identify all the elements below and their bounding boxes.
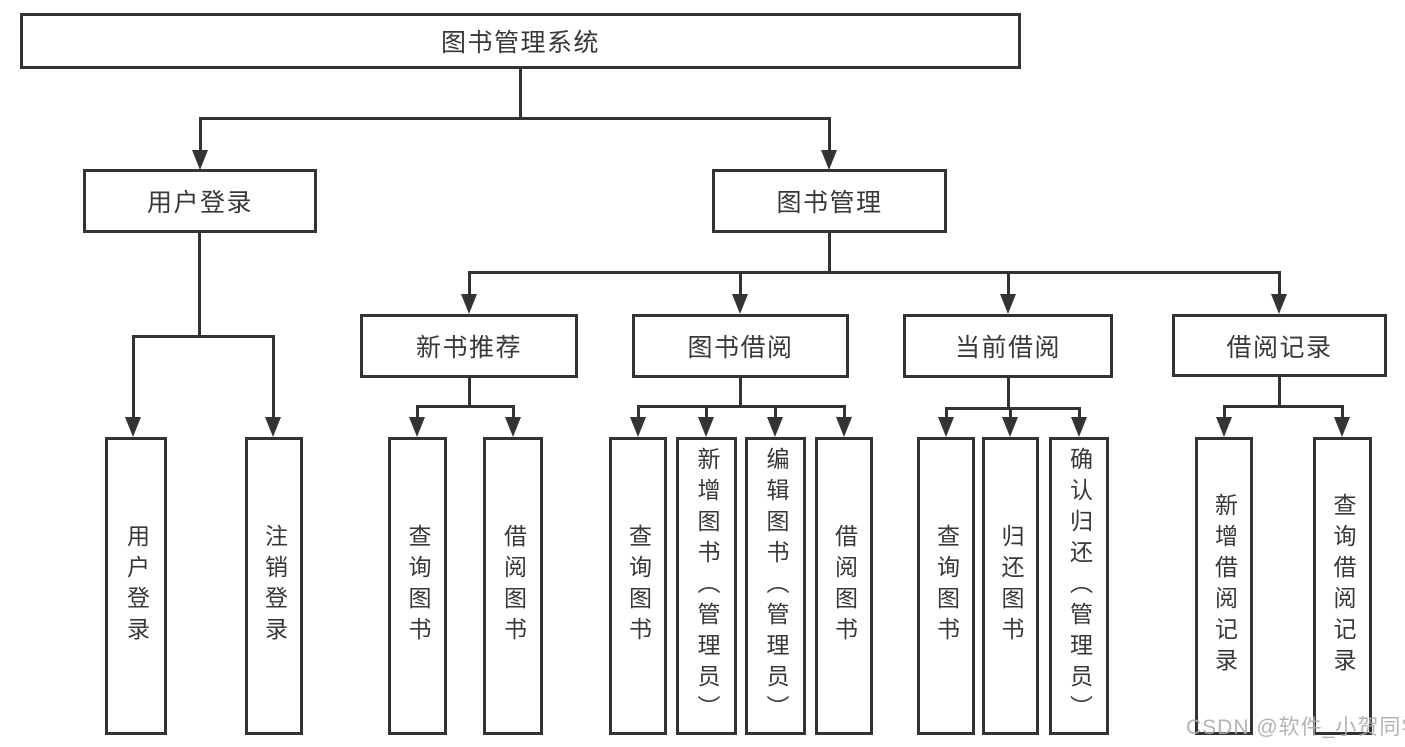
connector-stem	[467, 377, 471, 408]
arrowhead-down-icon	[1334, 417, 1350, 437]
node-nb-borrow-books: 借阅图书	[483, 437, 543, 735]
node-label: 借阅记录	[1226, 333, 1333, 362]
connector-stem	[519, 68, 522, 120]
connector-rail	[636, 404, 846, 408]
connector-stem	[827, 233, 831, 274]
node-label: 用户登录	[146, 189, 253, 217]
node-bb-edit-books-admin: 编辑图书（管理员）	[745, 437, 806, 735]
arrowhead-down-icon	[1002, 417, 1018, 437]
node-bb-borrow-books: 借阅图书	[815, 437, 873, 735]
node-label: 图书借阅	[687, 334, 794, 362]
connector-drop	[1222, 406, 1226, 419]
connector-stem	[1278, 376, 1281, 408]
connector-drop	[739, 272, 742, 296]
arrowhead-down-icon	[191, 150, 208, 170]
node-bb-query-books: 查询图书	[609, 437, 667, 735]
connector-drop	[1077, 408, 1081, 419]
node-library-management-system: 图书管理系统	[20, 13, 1021, 69]
connector-drop	[132, 336, 135, 419]
node-label: 确认归还（管理员）	[1066, 446, 1093, 726]
connector-stem	[1006, 377, 1010, 410]
connector-drop	[705, 406, 708, 419]
connector-drop	[827, 118, 831, 152]
node-label: 查询图书	[405, 524, 431, 648]
node-label: 新书推荐	[415, 334, 522, 362]
connector-drop	[636, 406, 640, 419]
arrowhead-down-icon	[409, 417, 425, 437]
arrowhead-down-icon	[835, 417, 852, 437]
arrowhead-down-icon	[504, 417, 521, 437]
node-borrow-records: 借阅记录	[1172, 314, 1387, 377]
node-br-add-record: 新增借阅记录	[1195, 437, 1253, 735]
connector-drop	[1006, 272, 1010, 296]
node-current-borrow: 当前借阅	[903, 314, 1113, 378]
node-book-management: 图书管理	[712, 169, 947, 233]
node-label: 图书管理	[776, 189, 883, 217]
connector-drop	[774, 406, 777, 419]
arrowhead-down-icon	[937, 417, 954, 437]
connector-stem	[197, 233, 201, 338]
node-label: 新增图书（管理员）	[694, 446, 720, 726]
arrowhead-down-icon	[1271, 294, 1287, 314]
node-label: 用户登录	[123, 524, 150, 648]
arrowhead-down-icon	[125, 417, 141, 437]
connector-rail	[198, 116, 831, 120]
node-label: 注销登录	[261, 524, 288, 648]
node-leaf-user-login: 用户登录	[105, 437, 167, 735]
node-cb-query-books: 查询图书	[917, 437, 975, 735]
arrowhead-down-icon	[629, 417, 646, 437]
connector-drop	[1009, 408, 1012, 419]
arrowhead-down-icon	[732, 294, 748, 314]
connector-stem	[739, 377, 742, 408]
connector-rail	[416, 404, 515, 408]
node-leaf-logout: 注销登录	[245, 437, 303, 735]
node-new-book-recommend: 新书推荐	[360, 314, 578, 378]
connector-rail	[132, 334, 275, 338]
connector-drop	[467, 272, 471, 296]
node-cb-confirm-return-admin: 确认归还（管理员）	[1049, 437, 1109, 735]
arrowhead-down-icon	[1070, 417, 1087, 437]
node-user-login: 用户登录	[83, 169, 317, 233]
connector-drop	[1278, 272, 1281, 296]
node-book-borrow: 图书借阅	[632, 314, 849, 378]
arrowhead-down-icon	[999, 294, 1016, 314]
connector-drop	[944, 408, 948, 419]
node-label: 图书管理系统	[440, 29, 600, 57]
arrowhead-down-icon	[698, 417, 714, 437]
connector-drop	[842, 406, 846, 419]
node-label: 借阅图书	[831, 524, 858, 648]
connector-drop	[511, 406, 515, 419]
connector-drop	[1341, 406, 1344, 419]
node-label: 查询借阅记录	[1330, 493, 1356, 679]
arrowhead-down-icon	[820, 150, 837, 170]
connector-drop	[272, 336, 275, 419]
node-br-query-record: 查询借阅记录	[1313, 437, 1372, 735]
node-label: 当前借阅	[954, 334, 1061, 362]
node-label: 编辑图书（管理员）	[763, 446, 789, 726]
connector-drop	[198, 118, 202, 152]
connector-rail	[467, 270, 1281, 274]
node-label: 新增借阅记录	[1211, 493, 1238, 679]
node-label: 查询图书	[625, 524, 652, 648]
arrowhead-down-icon	[1215, 417, 1232, 437]
node-nb-query-books: 查询图书	[388, 437, 447, 735]
arrowhead-down-icon	[265, 417, 281, 437]
arrowhead-down-icon	[460, 294, 477, 314]
arrowhead-down-icon	[767, 417, 783, 437]
node-label: 借阅图书	[500, 524, 527, 648]
connector-drop	[416, 406, 419, 419]
node-bb-add-books-admin: 新增图书（管理员）	[676, 437, 737, 735]
node-cb-return-books: 归还图书	[982, 437, 1039, 735]
node-label: 归还图书	[998, 524, 1024, 648]
node-label: 查询图书	[933, 524, 960, 648]
watermark-text: CSDN @软件_小贺同学	[1186, 716, 1405, 739]
connector-rail	[1222, 404, 1344, 408]
connector-rail	[944, 406, 1081, 410]
